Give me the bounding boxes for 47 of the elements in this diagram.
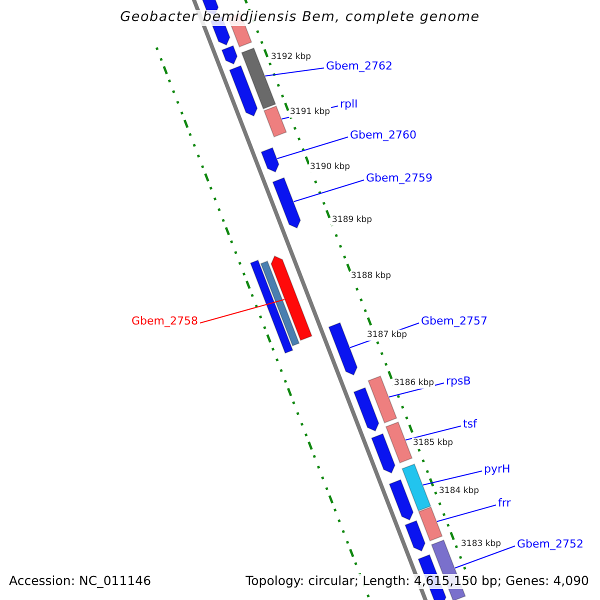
gene-block — [260, 147, 280, 173]
leader-line — [293, 180, 364, 202]
gene-block — [388, 479, 414, 521]
leader-line — [436, 504, 496, 522]
scale-label: 3185 kbp — [412, 438, 454, 448]
gene-bar — [260, 260, 300, 346]
gene-label: frr — [498, 498, 511, 508]
scale-label: 3187 kbp — [366, 330, 408, 340]
gene-label: pyrH — [484, 464, 510, 474]
leader-line — [454, 546, 516, 568]
gene-block — [228, 65, 258, 117]
gene-label: Gbem_2757 — [421, 316, 488, 326]
gene-bar — [250, 260, 294, 354]
gene-block — [353, 387, 380, 432]
scale-label: 3183 kbp — [460, 538, 502, 550]
gene-block — [370, 433, 396, 474]
gene-label: rplI — [340, 98, 358, 110]
genome-info-text: Topology: circular; Length: 4,615,150 bp; Genes: 4,090 — [244, 574, 591, 588]
gene-block — [328, 322, 358, 376]
gene-bar — [385, 421, 413, 464]
scale-label: 3188 kbp — [350, 270, 392, 282]
gene-label: Gbem_2762 — [326, 60, 392, 72]
scale-label: 3189 kbp — [331, 214, 374, 226]
leader-line — [276, 136, 348, 160]
gene-label: tsf — [463, 418, 477, 430]
gene-bar — [418, 506, 443, 542]
leader-line — [264, 68, 324, 76]
gene-label: Gbem_2752 — [517, 538, 584, 550]
gene-bar — [263, 105, 287, 138]
gene-block — [221, 45, 238, 65]
scale-label: 3191 kbp — [289, 106, 332, 118]
scale-label: 3184 kbp — [438, 486, 480, 496]
accession-text: Accession: NC_011146 — [7, 574, 154, 588]
gene-label: Gbem_2759 — [366, 172, 432, 184]
leader-line — [405, 426, 462, 440]
scale-label: 3186 kbp — [393, 378, 436, 388]
gene-label: Gbem_2760 — [350, 130, 416, 140]
gene-label: rpsB — [446, 376, 471, 386]
gene-bar — [402, 463, 432, 512]
gene-label: Gbem_2758 — [132, 316, 198, 326]
leader-line — [422, 470, 482, 486]
gene-block — [404, 520, 426, 552]
gene-block — [272, 177, 301, 229]
leader-line — [200, 299, 285, 324]
scale-label: 3192 kbp — [270, 52, 312, 62]
scale-label: 3190 kbp — [309, 162, 352, 172]
gene-block — [270, 255, 312, 341]
